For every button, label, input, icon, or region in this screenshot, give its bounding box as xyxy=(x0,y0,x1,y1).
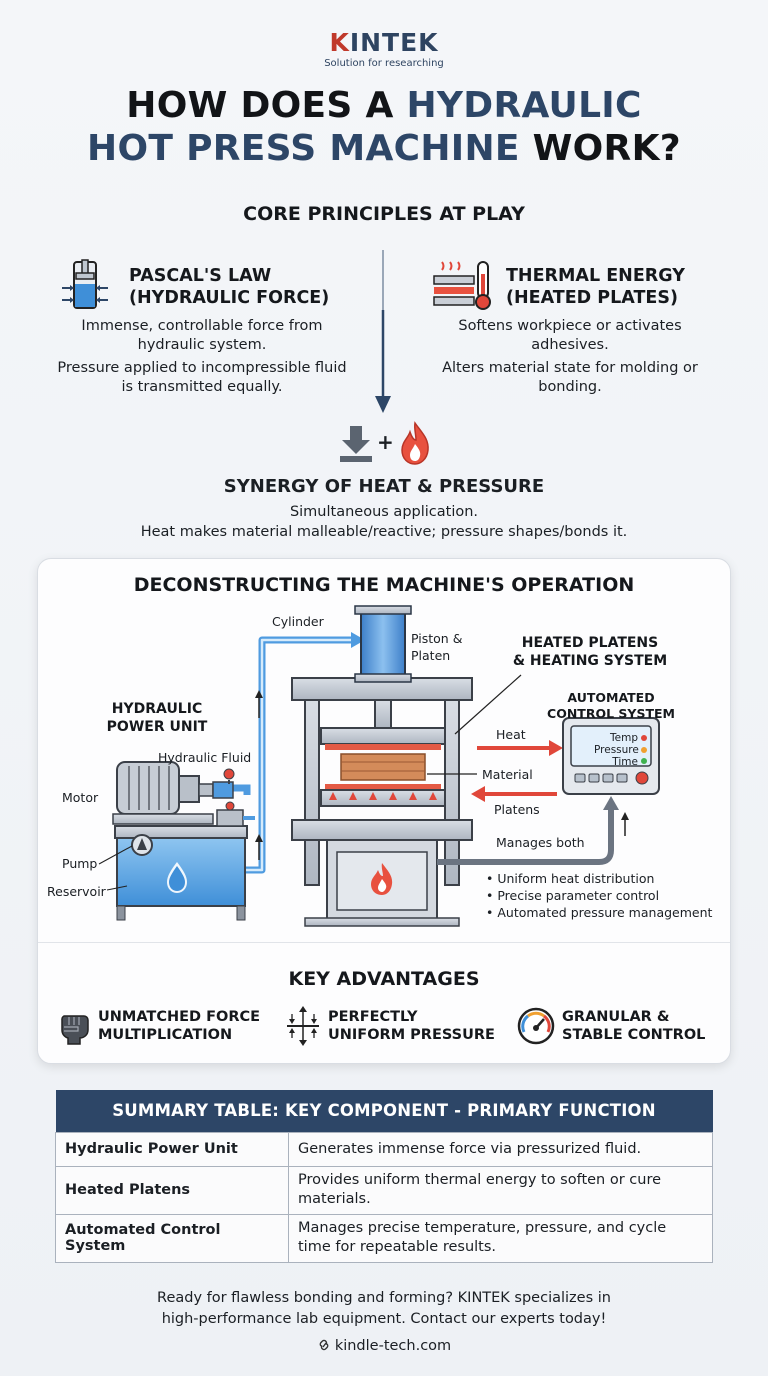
footer-line-1: Ready for flawless bonding and forming? … xyxy=(157,1290,611,1306)
bullet-text: Automated pressure management xyxy=(497,905,713,920)
table-cell-component: Hydraulic Power Unit xyxy=(55,1131,289,1167)
title-part: WORK? xyxy=(519,128,681,169)
label-hydraulic-fluid: Hydraulic Fluid xyxy=(158,750,252,765)
title-highlight: HOT PRESS MACHINE xyxy=(87,128,520,169)
bullet-text: Uniform heat distribution xyxy=(497,871,655,886)
synergy-text: Simultaneous application. Heat makes mat… xyxy=(0,502,768,542)
card-divider xyxy=(38,942,730,943)
machine-heading: DECONSTRUCTING THE MACHINE'S OPERATION xyxy=(133,574,635,596)
bullet-item: • Uniform heat distribution xyxy=(486,871,655,886)
label-heated-platens: HEATED PLATENS & HEATING SYSTEM xyxy=(508,634,672,670)
label-motor: Motor xyxy=(62,790,99,805)
synergy-text-2: Heat makes material malleable/reactive; … xyxy=(140,524,628,540)
label-manages-both: Manages both xyxy=(496,835,585,850)
screen-pressure: Pressure xyxy=(594,744,639,756)
table-row: Hydraulic Power Unit Generates immense f… xyxy=(55,1131,713,1167)
label-piston-line1: Piston & xyxy=(411,631,463,646)
control-screen: Temp Pressure Time xyxy=(594,732,639,768)
synergy-text-1: Simultaneous application. xyxy=(289,504,479,520)
logo-k: K xyxy=(329,28,350,57)
page-title: HOW DOES A HYDRAULIC HOT PRESS MACHINE W… xyxy=(0,84,768,170)
label-pump: Pump xyxy=(62,856,98,871)
label-platens: Platens xyxy=(494,802,540,817)
pascal-text-1: Immense, controllable force from hydraul… xyxy=(81,318,323,353)
table-row: Heated Platens Provides uniform thermal … xyxy=(55,1165,713,1215)
label-cylinder: Cylinder xyxy=(272,614,324,629)
logo-main: INTEK xyxy=(349,28,439,57)
advantage-line: STABLE CONTROL xyxy=(562,1027,706,1043)
table-row: Automated Control System Manages precise… xyxy=(55,1213,713,1263)
pascal-law-title: PASCAL'S LAW (HYDRAULIC FORCE) xyxy=(129,265,329,309)
advantage-control: GRANULAR & STABLE CONTROL xyxy=(562,1008,705,1044)
title-part: HOW DOES A xyxy=(126,85,407,126)
screen-temp: Temp xyxy=(610,732,638,744)
table-cell-function: Provides uniform thermal energy to softe… xyxy=(288,1165,713,1215)
label-reservoir: Reservoir xyxy=(47,884,106,899)
logo-tagline: Solution for researching xyxy=(324,58,444,69)
thermal-text-2: Alters material state for molding or bon… xyxy=(442,360,698,395)
label-acs-line2: CONTROL SYSTEM xyxy=(547,706,675,721)
thermal-energy-text: Softens workpiece or activates adhesives… xyxy=(420,317,720,397)
pascal-text-2: Pressure applied to incompressible fluid… xyxy=(57,360,347,395)
screen-time: Time xyxy=(612,756,638,768)
uniform-pressure-icon xyxy=(287,1006,319,1046)
hydraulic-cylinder-icon xyxy=(62,259,108,309)
press-down-icon xyxy=(340,426,372,462)
label-piston-line2: Platen xyxy=(411,648,451,663)
advantage-force: UNMATCHED FORCE MULTIPLICATION xyxy=(98,1008,260,1044)
gauge-icon xyxy=(517,1007,555,1045)
thermal-energy-title: THERMAL ENERGY (HEATED PLATES) xyxy=(506,265,685,309)
plus-sign: + xyxy=(377,430,394,454)
flame-icon xyxy=(401,421,429,465)
label-piston-platen: Piston & Platen xyxy=(411,630,462,664)
footer-cta: Ready for flawless bonding and forming? … xyxy=(0,1288,768,1330)
footer-line-2: high-performance lab equipment. Contact … xyxy=(161,1311,607,1327)
advantage-line: MULTIPLICATION xyxy=(98,1027,233,1043)
synergy-title: SYNERGY OF HEAT & PRESSURE xyxy=(223,476,545,497)
label-automated-control: AUTOMATED CONTROL SYSTEM xyxy=(540,690,682,722)
pascal-title-line: PASCAL'S LAW xyxy=(129,266,272,286)
advantages-heading: KEY ADVANTAGES xyxy=(288,968,480,990)
table-cell-function: Generates immense force via pressurized … xyxy=(288,1131,713,1167)
heated-plates-thermometer-icon xyxy=(433,261,491,310)
label-material: Material xyxy=(482,767,533,782)
label-heated-line1: HEATED PLATENS xyxy=(521,635,659,651)
table-heading: SUMMARY TABLE: KEY COMPONENT - PRIMARY F… xyxy=(55,1090,713,1132)
fist-icon xyxy=(61,1015,89,1045)
label-acs-line1: AUTOMATED xyxy=(567,690,655,705)
brand-logo: KINTEK Solution for researching xyxy=(0,28,768,69)
footer-url[interactable]: kindle-tech.com xyxy=(0,1338,768,1354)
advantage-line: UNMATCHED FORCE xyxy=(98,1009,261,1025)
machine-bullets: • Uniform heat distribution • Precise pa… xyxy=(486,870,712,921)
pascal-title-line: (HYDRAULIC FORCE) xyxy=(129,288,330,308)
principles-heading: CORE PRINCIPLES AT PLAY xyxy=(243,203,525,225)
label-heated-line2: & HEATING SYSTEM xyxy=(512,653,668,669)
bullet-text: Precise parameter control xyxy=(497,888,660,903)
table-cell-component: Heated Platens xyxy=(55,1165,289,1215)
thermal-title-line: THERMAL ENERGY xyxy=(506,266,685,286)
table-cell-component: Automated Control System xyxy=(55,1213,289,1263)
footer-url-text[interactable]: kindle-tech.com xyxy=(334,1338,452,1354)
hot-press-diagram xyxy=(98,605,660,927)
bullet-item: • Automated pressure management xyxy=(486,905,713,920)
thermal-text-1: Softens workpiece or activates adhesives… xyxy=(458,318,682,353)
advantage-pressure: PERFECTLY UNIFORM PRESSURE xyxy=(328,1008,495,1044)
advantage-line: UNIFORM PRESSURE xyxy=(328,1027,495,1043)
summary-table: SUMMARY TABLE: KEY COMPONENT - PRIMARY F… xyxy=(55,1090,713,1263)
label-hpu-line1: HYDRAULIC xyxy=(111,701,203,717)
label-hydraulic-power-unit: HYDRAULIC POWER UNIT xyxy=(100,700,214,736)
table-cell-function: Manages precise temperature, pressure, a… xyxy=(288,1213,713,1263)
advantage-line: GRANULAR & xyxy=(562,1009,670,1025)
pascal-law-text: Immense, controllable force from hydraul… xyxy=(52,317,352,397)
thermal-title-line: (HEATED PLATES) xyxy=(506,288,678,308)
link-icon xyxy=(319,1339,329,1351)
table-header-row: SUMMARY TABLE: KEY COMPONENT - PRIMARY F… xyxy=(55,1090,713,1132)
down-arrow-icon xyxy=(375,250,391,413)
logo-wordmark: KINTEK xyxy=(0,28,768,57)
label-heat: Heat xyxy=(496,727,526,742)
title-highlight: HYDRAULIC xyxy=(406,85,642,126)
label-hpu-line2: POWER UNIT xyxy=(106,719,208,735)
advantage-line: PERFECTLY xyxy=(328,1009,418,1025)
bullet-item: • Precise parameter control xyxy=(486,888,660,903)
